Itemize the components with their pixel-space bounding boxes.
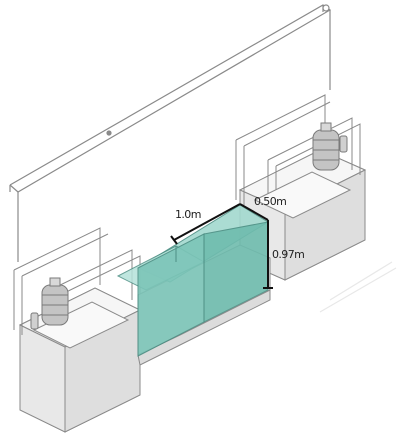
dimension-depth-label: 0.50m	[254, 195, 286, 208]
glass-tank	[116, 204, 269, 357]
overhead-rail	[9, 4, 332, 262]
left-module	[13, 227, 142, 433]
water-bottle-left	[30, 277, 69, 330]
floor-shadow	[319, 261, 397, 313]
water-bottle-right	[312, 122, 348, 171]
dimension-height-label: 0.97m	[272, 248, 304, 261]
dimension-lines	[170, 203, 273, 289]
dimension-length-label: 1.0m	[175, 208, 201, 221]
